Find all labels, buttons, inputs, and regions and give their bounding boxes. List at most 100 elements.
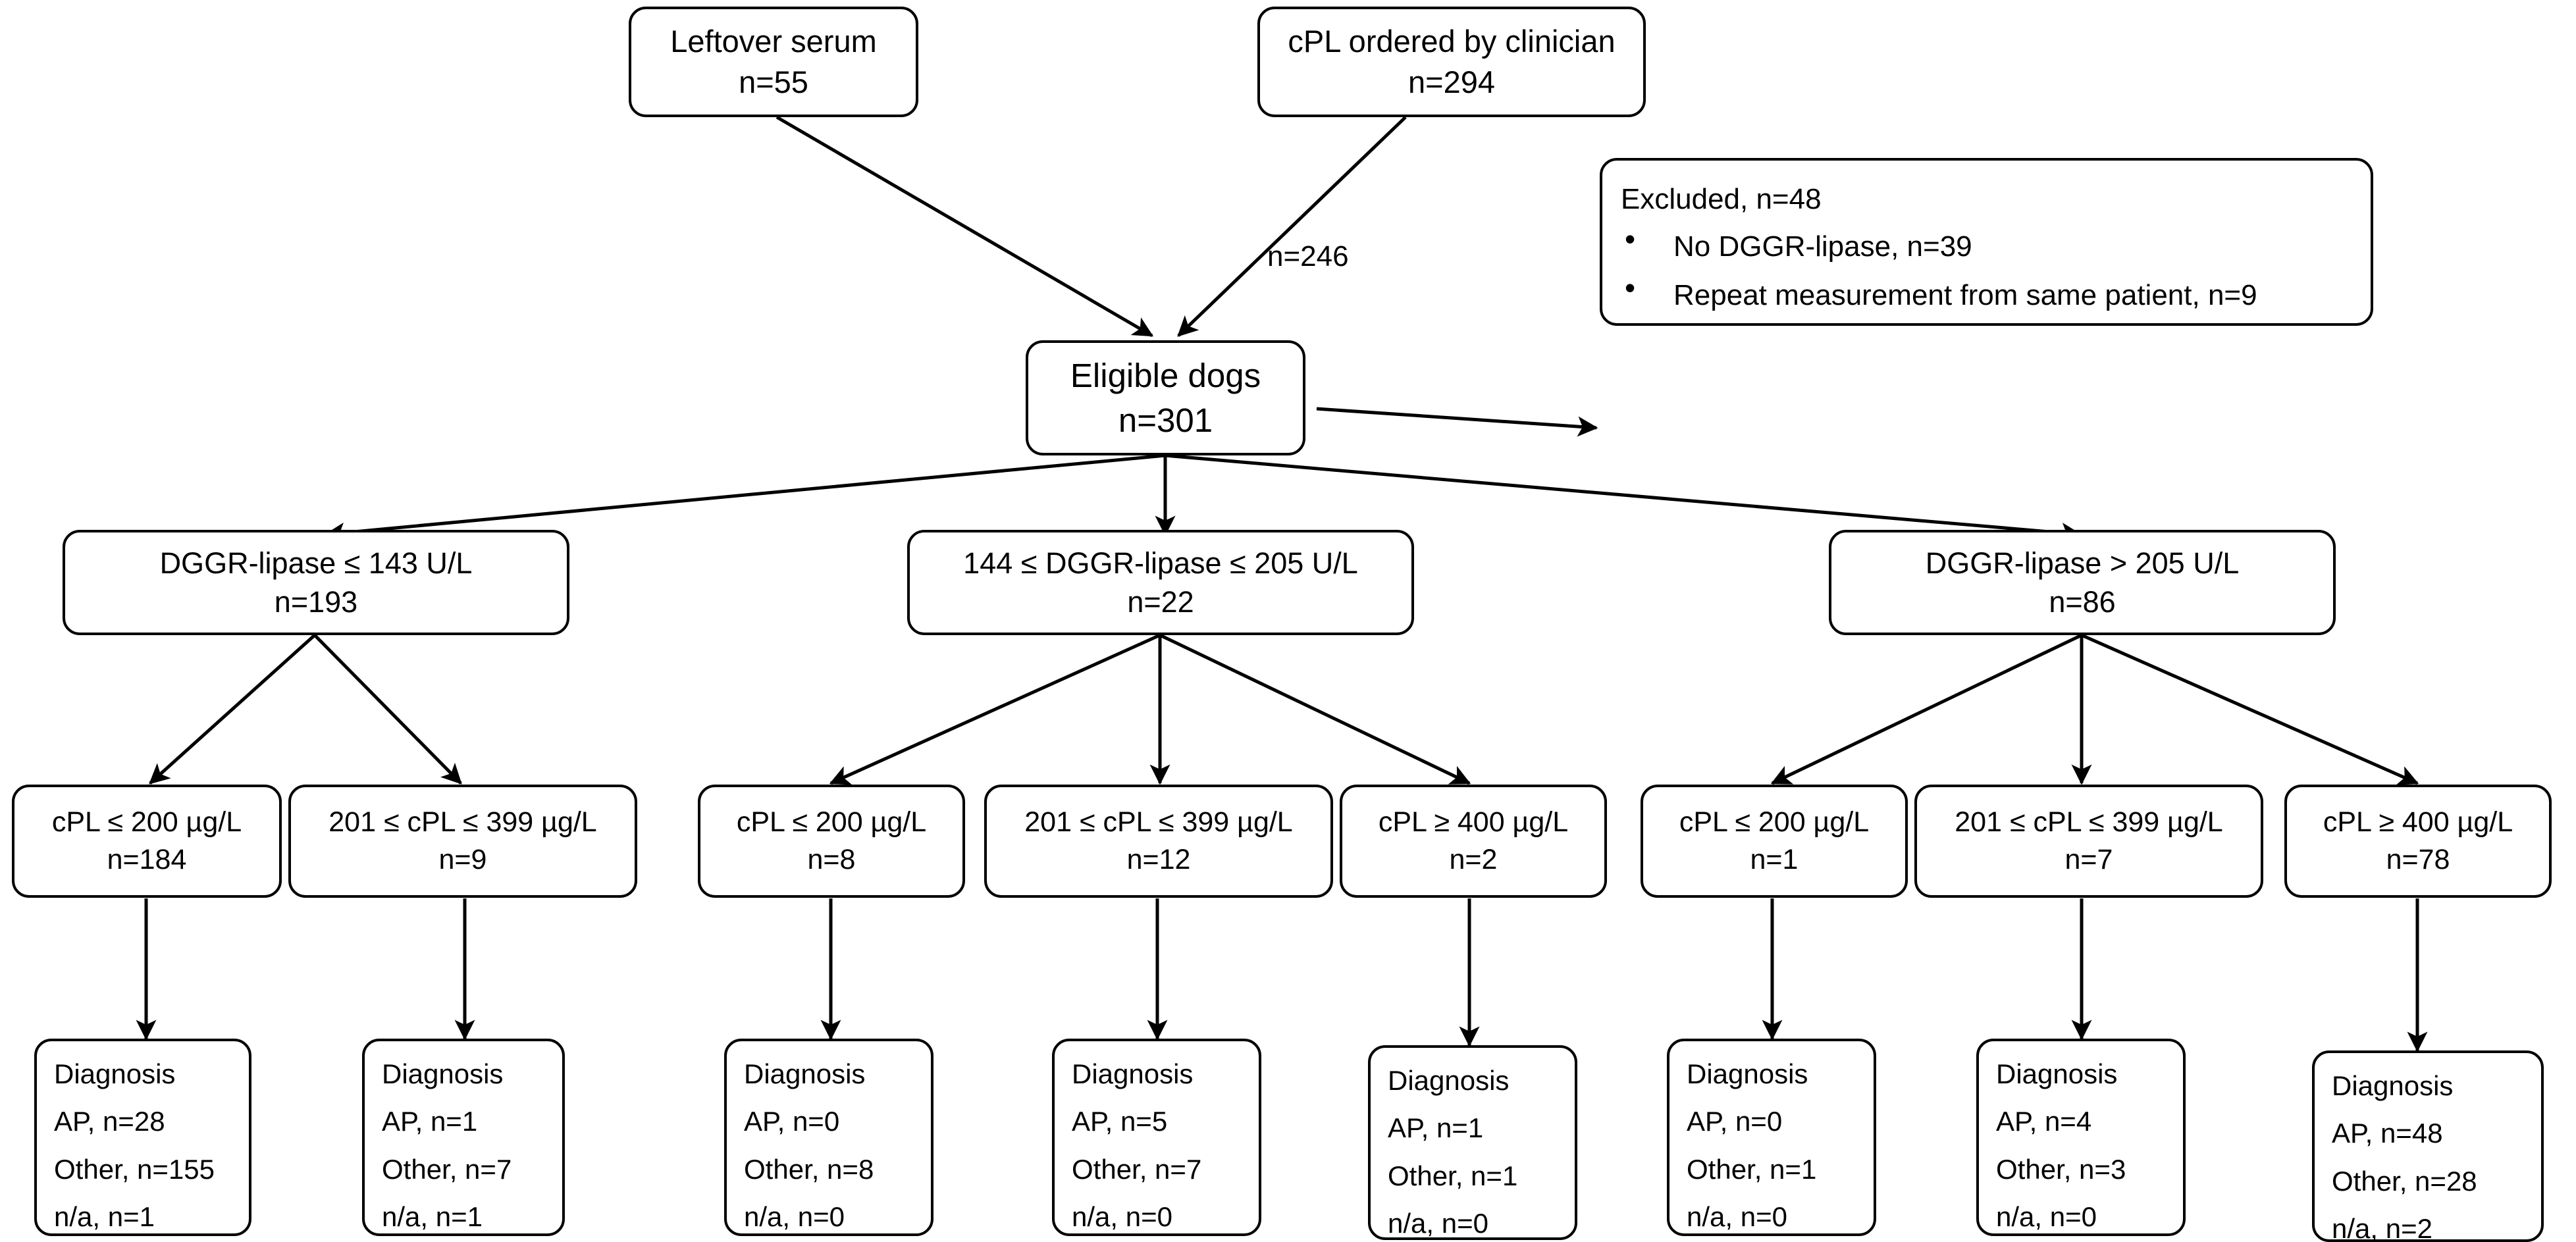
diagnosis-5-na: n/a, n=0 xyxy=(1388,1208,1488,1239)
lipase-high-label: DGGR-lipase > 205 U/L xyxy=(1925,546,2240,580)
cpl-4-count: n=12 xyxy=(1126,844,1191,875)
edge-lipasemid-to-cpl5 xyxy=(1159,633,1471,785)
diagnosis-2-ap: AP, n=1 xyxy=(382,1106,478,1137)
cpl-3-label: cPL ≤ 200 µg/L xyxy=(736,806,927,839)
diagnosis-2-body: Diagnosis AP, n=1 Other, n=7 n/a, n=1 xyxy=(382,1056,512,1235)
diagnosis-3-other: Other, n=8 xyxy=(744,1153,874,1185)
edge-lipaselow-to-cpl1 xyxy=(149,634,316,785)
node-lipase-mid[interactable]: 144 ≤ DGGR-lipase ≤ 205 U/L n=22 xyxy=(907,530,1414,635)
node-diagnosis-6[interactable]: Diagnosis AP, n=0 Other, n=1 n/a, n=0 xyxy=(1667,1039,1876,1236)
diagnosis-4-other: Other, n=7 xyxy=(1072,1153,1202,1185)
diagnosis-6-na: n/a, n=0 xyxy=(1687,1201,1787,1233)
node-cpl-ordered[interactable]: cPL ordered by clinician n=294 xyxy=(1257,7,1646,117)
lipase-mid-count: n=22 xyxy=(1127,585,1194,619)
cpl-2-label: 201 ≤ cPL ≤ 399 µg/L xyxy=(329,806,597,839)
node-diagnosis-7[interactable]: Diagnosis AP, n=4 Other, n=3 n/a, n=0 xyxy=(1976,1039,2186,1236)
diagnosis-8-ap: AP, n=48 xyxy=(2332,1118,2443,1149)
cpl-4-label: 201 ≤ cPL ≤ 399 µg/L xyxy=(1024,806,1293,839)
excluded-reason-text: Repeat measurement from same patient, n=… xyxy=(1673,279,2257,312)
node-cpl-2[interactable]: 201 ≤ cPL ≤ 399 µg/L n=9 xyxy=(288,785,637,898)
excluded-reason-list: • No DGGR-lipase, n=39 • Repeat measurem… xyxy=(1602,224,2257,325)
node-diagnosis-8[interactable]: Diagnosis AP, n=48 Other, n=28 n/a, n=2 xyxy=(2312,1050,2544,1242)
diagnosis-5-body: Diagnosis AP, n=1 Other, n=1 n/a, n=0 xyxy=(1388,1062,1517,1242)
edge-lipasehigh-to-cpl6 xyxy=(1770,633,2083,785)
node-cpl-3[interactable]: cPL ≤ 200 µg/L n=8 xyxy=(698,785,965,898)
diagnosis-8-other: Other, n=28 xyxy=(2332,1165,2477,1197)
node-diagnosis-4[interactable]: Diagnosis AP, n=5 Other, n=7 n/a, n=0 xyxy=(1052,1039,1261,1236)
diagnosis-3-title: Diagnosis xyxy=(744,1058,866,1089)
cpl-2-count: n=9 xyxy=(438,844,487,875)
cpl-ordered-label: cPL ordered by clinician xyxy=(1288,23,1616,59)
node-lipase-high[interactable]: DGGR-lipase > 205 U/L n=86 xyxy=(1829,530,2336,635)
edge-lipasehigh-to-cpl8 xyxy=(2080,633,2419,785)
node-diagnosis-3[interactable]: Diagnosis AP, n=0 Other, n=8 n/a, n=0 xyxy=(724,1039,933,1236)
leftover-serum-count: n=55 xyxy=(739,65,808,99)
lipase-low-label: DGGR-lipase ≤ 143 U/L xyxy=(159,546,473,580)
cpl-1-count: n=184 xyxy=(107,844,187,875)
diagnosis-7-ap: AP, n=4 xyxy=(1996,1106,2092,1137)
diagnosis-3-na: n/a, n=0 xyxy=(744,1201,845,1233)
diagnosis-4-body: Diagnosis AP, n=5 Other, n=7 n/a, n=0 xyxy=(1072,1056,1201,1235)
diagnosis-5-ap: AP, n=1 xyxy=(1388,1112,1484,1144)
cpl-5-count: n=2 xyxy=(1449,844,1498,875)
eligible-dogs-count: n=301 xyxy=(1118,401,1213,439)
excluded-reason-item: • Repeat measurement from same patient, … xyxy=(1602,272,2257,315)
excluded-title: Excluded, n=48 xyxy=(1621,183,1822,215)
diagnosis-2-na: n/a, n=1 xyxy=(382,1201,483,1233)
node-cpl-1[interactable]: cPL ≤ 200 µg/L n=184 xyxy=(12,785,282,898)
diagnosis-8-na: n/a, n=2 xyxy=(2332,1213,2432,1242)
edge-lipasemid-to-cpl3 xyxy=(829,633,1161,785)
cpl-8-count: n=78 xyxy=(2386,844,2450,875)
lipase-mid-label: 144 ≤ DGGR-lipase ≤ 205 U/L xyxy=(963,546,1358,580)
cpl-7-count: n=7 xyxy=(2064,844,2113,875)
edge-to-excluded xyxy=(1316,407,1598,437)
cpl-1-label: cPL ≤ 200 µg/L xyxy=(51,806,242,839)
edge-eligible-to-lipase-low xyxy=(324,453,1166,543)
diagnosis-6-ap: AP, n=0 xyxy=(1687,1106,1783,1137)
diagnosis-8-body: Diagnosis AP, n=48 Other, n=28 n/a, n=2 xyxy=(2332,1068,2477,1242)
diagnosis-6-title: Diagnosis xyxy=(1687,1058,1808,1089)
diagnosis-2-other: Other, n=7 xyxy=(382,1153,512,1185)
lipase-low-count: n=193 xyxy=(274,585,358,619)
diagnosis-7-na: n/a, n=0 xyxy=(1996,1201,2097,1233)
diagnosis-5-title: Diagnosis xyxy=(1388,1065,1510,1096)
diagnosis-4-na: n/a, n=0 xyxy=(1072,1201,1172,1233)
node-cpl-8[interactable]: cPL ≥ 400 µg/L n=78 xyxy=(2284,785,2552,898)
bullet-icon: • xyxy=(1625,222,1636,257)
node-eligible-dogs[interactable]: Eligible dogs n=301 xyxy=(1026,340,1305,455)
bullet-icon: • xyxy=(1625,271,1636,305)
node-cpl-7[interactable]: 201 ≤ cPL ≤ 399 µg/L n=7 xyxy=(1914,785,2263,898)
diagnosis-3-ap: AP, n=0 xyxy=(744,1106,840,1137)
diagnosis-1-body: Diagnosis AP, n=28 Other, n=155 n/a, n=1 xyxy=(54,1056,215,1235)
edge-cpl-to-eligible xyxy=(1177,116,1407,337)
node-cpl-4[interactable]: 201 ≤ cPL ≤ 399 µg/L n=12 xyxy=(984,785,1333,898)
diagnosis-1-title: Diagnosis xyxy=(54,1058,176,1089)
cpl-3-count: n=8 xyxy=(807,844,856,875)
edge-eligible-to-lipase-high xyxy=(1165,453,2082,543)
edge-lipaselow-to-cpl2 xyxy=(313,634,462,785)
leftover-serum-label: Leftover serum xyxy=(670,23,877,59)
node-diagnosis-2[interactable]: Diagnosis AP, n=1 Other, n=7 n/a, n=1 xyxy=(362,1039,565,1236)
node-excluded[interactable]: Excluded, n=48 • No DGGR-lipase, n=39 • … xyxy=(1600,158,2373,326)
excluded-reason-text: No DGGR-lipase, n=39 xyxy=(1673,230,1972,263)
node-lipase-low[interactable]: DGGR-lipase ≤ 143 U/L n=193 xyxy=(63,530,569,635)
diagnosis-4-title: Diagnosis xyxy=(1072,1058,1194,1089)
node-diagnosis-5[interactable]: Diagnosis AP, n=1 Other, n=1 n/a, n=0 xyxy=(1368,1045,1577,1240)
node-diagnosis-1[interactable]: Diagnosis AP, n=28 Other, n=155 n/a, n=1 xyxy=(34,1039,251,1236)
diagnosis-6-body: Diagnosis AP, n=0 Other, n=1 n/a, n=0 xyxy=(1687,1056,1816,1235)
diagnosis-4-ap: AP, n=5 xyxy=(1072,1106,1168,1137)
cpl-5-label: cPL ≥ 400 µg/L xyxy=(1378,806,1569,839)
excluded-reason-item: • No DGGR-lipase, n=39 xyxy=(1602,224,2257,266)
diagnosis-1-other: Other, n=155 xyxy=(54,1153,215,1185)
diagnosis-8-title: Diagnosis xyxy=(2332,1070,2454,1101)
diagnosis-7-other: Other, n=3 xyxy=(1996,1153,2126,1185)
cpl-ordered-count: n=294 xyxy=(1407,65,1495,99)
eligible-dogs-label: Eligible dogs xyxy=(1070,357,1261,395)
node-leftover-serum[interactable]: Leftover serum n=55 xyxy=(629,7,918,117)
diagnosis-1-ap: AP, n=28 xyxy=(54,1106,165,1137)
lipase-high-count: n=86 xyxy=(2049,585,2116,619)
diagnosis-6-other: Other, n=1 xyxy=(1687,1153,1817,1185)
node-cpl-5[interactable]: cPL ≥ 400 µg/L n=2 xyxy=(1340,785,1607,898)
node-cpl-6[interactable]: cPL ≤ 200 µg/L n=1 xyxy=(1641,785,1908,898)
